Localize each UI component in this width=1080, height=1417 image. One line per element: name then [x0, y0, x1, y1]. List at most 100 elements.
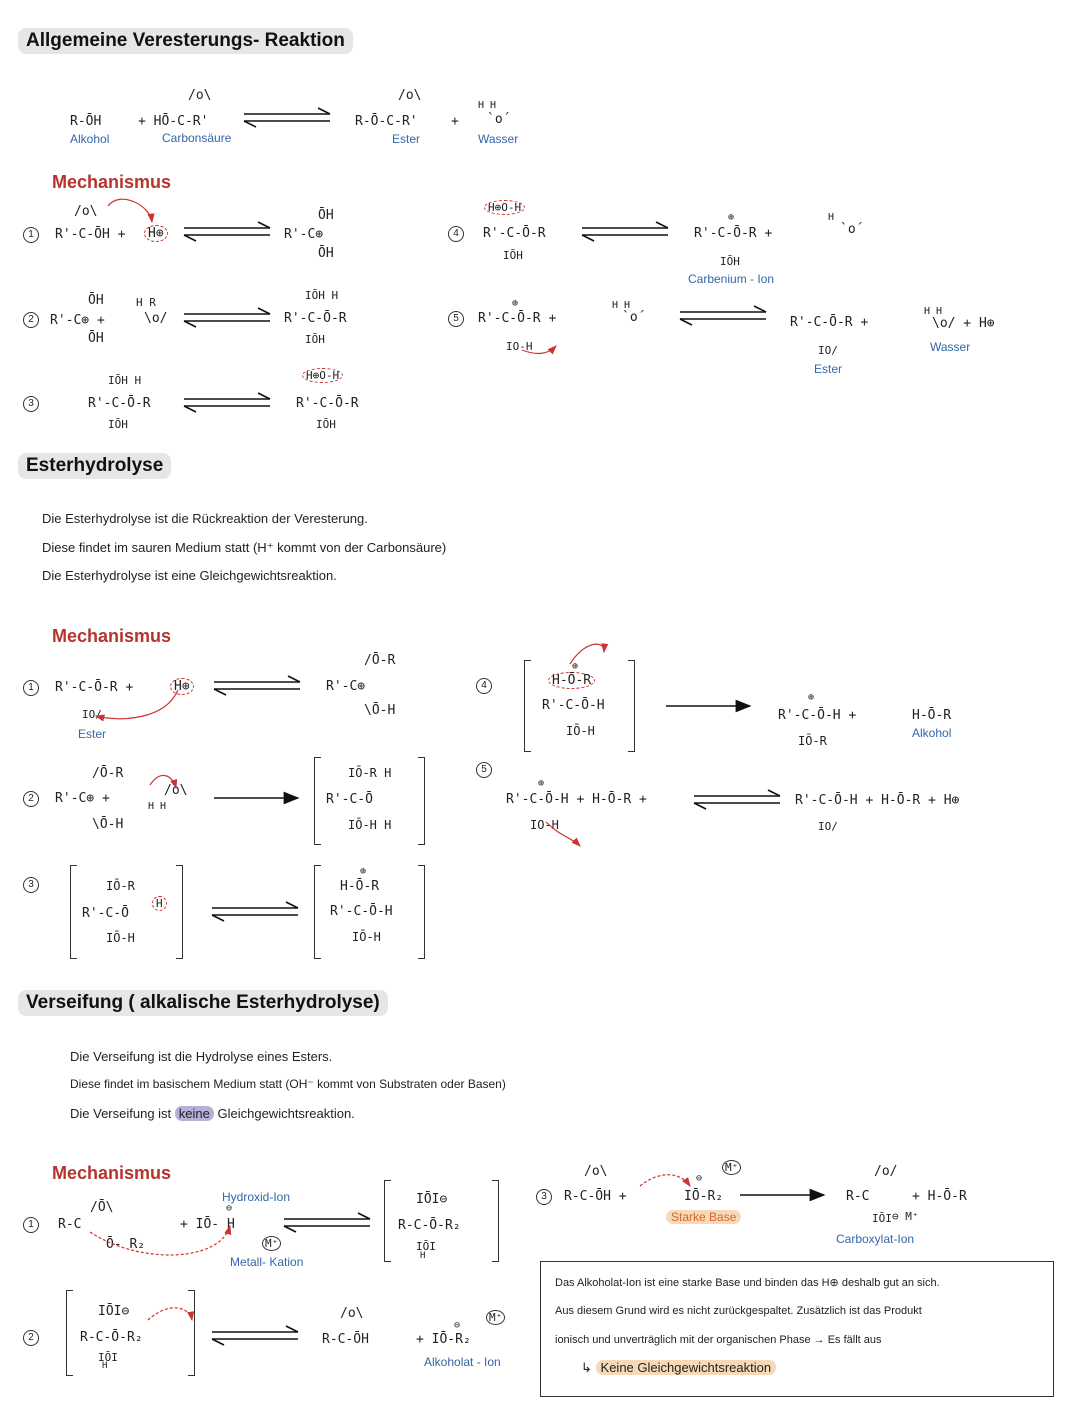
- hyd-s5-prod: R'-C-Ō-H + H-Ō-R + H⊕: [795, 793, 960, 808]
- hyd-s1-prod: R'-C⊕: [326, 679, 366, 694]
- step-number-5: 5: [448, 311, 464, 327]
- hyd-step-number-4: 4: [476, 678, 492, 694]
- hyd-s4-top: H-Ō-R: [548, 672, 596, 689]
- eq-arrow-est2: [183, 307, 271, 328]
- hyd-s1-prod-top: /Ō-R: [364, 653, 396, 668]
- hyd-s4-prod-top: ⊕: [808, 692, 815, 703]
- hydrolysis-line-3: Die Esterhydrolyse ist eine Gleichgewich…: [42, 568, 337, 583]
- sap-s3-alcohol: + H-Ō-R: [912, 1189, 967, 1204]
- bracket-left-hyd4: [524, 660, 531, 752]
- equilibrium-arrow: [243, 107, 331, 128]
- est-s4-prod: R'-C-Ō-R +: [694, 226, 773, 241]
- hyd-s1-prod-bot: \Ō-H: [364, 703, 396, 718]
- est-s2-prod: R'-C-Ō-R: [284, 311, 347, 326]
- eq-arrow-est3: [183, 392, 271, 413]
- sap-s3-prod-top: /o/: [874, 1164, 898, 1179]
- ester-label-2: Ester: [814, 362, 843, 376]
- plus: +: [451, 114, 459, 129]
- sap-s3-prod-metal: ⊖ M⁺: [892, 1210, 919, 1223]
- sap-s2-alk-top: ⊖: [454, 1320, 461, 1331]
- water-h: H H: [478, 100, 497, 111]
- hyd-s4-sup: ⊕: [572, 661, 579, 672]
- hyd-s3: R'-C-Ō: [82, 906, 129, 921]
- hyd-s4-prod: R'-C-Ō-H +: [778, 708, 857, 723]
- hyd-s4-prod-bot: IŌ-R: [798, 734, 827, 748]
- est-s5-prod-bot: IO/: [818, 344, 838, 357]
- sap-s2-bot2: H: [102, 1361, 108, 1371]
- eq-arrow-sap2: [211, 1325, 299, 1346]
- est-s3-bot: IŌH: [108, 418, 128, 431]
- sap-line-2: Diese findet im basischem Medium statt (…: [70, 1077, 506, 1091]
- eq-arrow-est1: [183, 221, 271, 242]
- est-s2-prod-top: IŌH H: [305, 289, 339, 302]
- step-number-1: 1: [23, 227, 39, 243]
- sap-s2: R-C-Ō-R₂: [80, 1330, 143, 1345]
- bracket-right-hyd4: [628, 660, 635, 752]
- sap-s1-prod-bot2: H: [420, 1251, 426, 1261]
- step-number-3: 3: [23, 396, 39, 412]
- sap-s1-top: /Ō\: [90, 1200, 114, 1215]
- est-s2-water: H R: [136, 296, 156, 309]
- sap-step-number-1: 1: [23, 1217, 39, 1233]
- sap-s2-prod-top: /o\: [340, 1306, 364, 1321]
- est-s2-top: ŌH: [88, 293, 104, 308]
- carbenium-label: Carbenium - Ion: [688, 272, 775, 286]
- hyd-s2-water: /o\: [164, 783, 188, 798]
- bracket-right-hyd3: [176, 865, 183, 959]
- est-s1: R'-C-ŌH +: [55, 227, 126, 242]
- est-s2-water-o: \o/: [144, 311, 168, 326]
- sap-step-number-2: 2: [23, 1330, 39, 1346]
- heading-saponification: Verseifung ( alkalische Esterhydrolyse): [18, 990, 388, 1016]
- heading-hydrolysis: Esterhydrolyse: [18, 453, 172, 479]
- bracket-right-hyd2: [418, 757, 425, 845]
- est-s2: R'-C⊕ +: [50, 313, 105, 328]
- ester: R-Ō-C-R': [355, 114, 418, 129]
- acid: + HŌ-C-R': [138, 114, 209, 129]
- hyd-s5-bot: IO-H: [530, 818, 559, 832]
- bracket-right-sap1: [492, 1180, 499, 1262]
- heading-general: Allgemeine Veresterungs- Reaktion: [18, 28, 353, 54]
- hyd-s2-prod-bot: IŌ-H H: [348, 818, 392, 832]
- est-s3: R'-C-Ō-R: [88, 396, 151, 411]
- bracket-left-sap1: [384, 1180, 391, 1262]
- hyd-s3-bot: IŌ-H: [106, 931, 135, 945]
- water-label: Wasser: [478, 132, 519, 146]
- est-s2-prod-bot: IŌH: [305, 333, 325, 346]
- hydroxid-label: Hydroxid-Ion: [222, 1190, 291, 1204]
- sap-s2-alk: + IŌ-R₂: [416, 1332, 471, 1347]
- hyd-step-number-5: 5: [476, 762, 492, 778]
- step-number-4: 4: [448, 226, 464, 242]
- box-line-4: ↳ Keine Gleichgewichtsreaktion: [581, 1360, 777, 1376]
- eq-arrow-sap1: [283, 1212, 371, 1233]
- bracket-right-hyd3b: [418, 865, 425, 959]
- hyd-s4-bot: IŌ-H: [566, 724, 595, 738]
- sap-s3-base-top: ⊖: [696, 1173, 703, 1184]
- est-s5-top: ⊕: [512, 298, 519, 309]
- sap-s3-prod-bot: IŌI: [872, 1212, 892, 1225]
- sap-s1: R-C: [58, 1217, 82, 1232]
- ester-label-3: Ester: [78, 727, 107, 741]
- hyd-s3-h: H: [152, 896, 167, 911]
- sap-s1-prod-bot: IŌI: [416, 1240, 436, 1253]
- mechanism-label-2: Mechanismus: [52, 626, 172, 646]
- strong-base-label: Starke Base: [666, 1210, 742, 1224]
- est-s5-water: H H: [612, 300, 631, 311]
- water-label-2: Wasser: [930, 340, 971, 354]
- hyd-s2: R'-C⊕ +: [55, 791, 110, 806]
- sap-s3-top: /o\: [584, 1164, 608, 1179]
- arrow-hyd4: [666, 699, 752, 713]
- alcohol-label-2: Alkohol: [912, 726, 952, 740]
- hyd-s2-top: /Ō-R: [92, 766, 124, 781]
- sap-s2-bot: IŌI: [98, 1351, 118, 1364]
- est-s4-top: H⊕O-H: [484, 200, 526, 215]
- est-s4-prod-bot: IŌH: [720, 255, 740, 268]
- eq-arrow-hyd1: [213, 675, 301, 696]
- step-number-2: 2: [23, 312, 39, 328]
- est-s3-prod-top: H⊕O-H: [302, 368, 344, 383]
- sap-s2-prod: R-C-ŌH: [322, 1332, 369, 1347]
- hyd-s5: R'-C-Ō-H + H-Ō-R +: [506, 792, 647, 807]
- est-s4-bot: IŌH: [503, 249, 523, 262]
- est-s2-bot: ŌH: [88, 331, 104, 346]
- sap-line-3b: Gleichgewichtsreaktion.: [217, 1106, 355, 1121]
